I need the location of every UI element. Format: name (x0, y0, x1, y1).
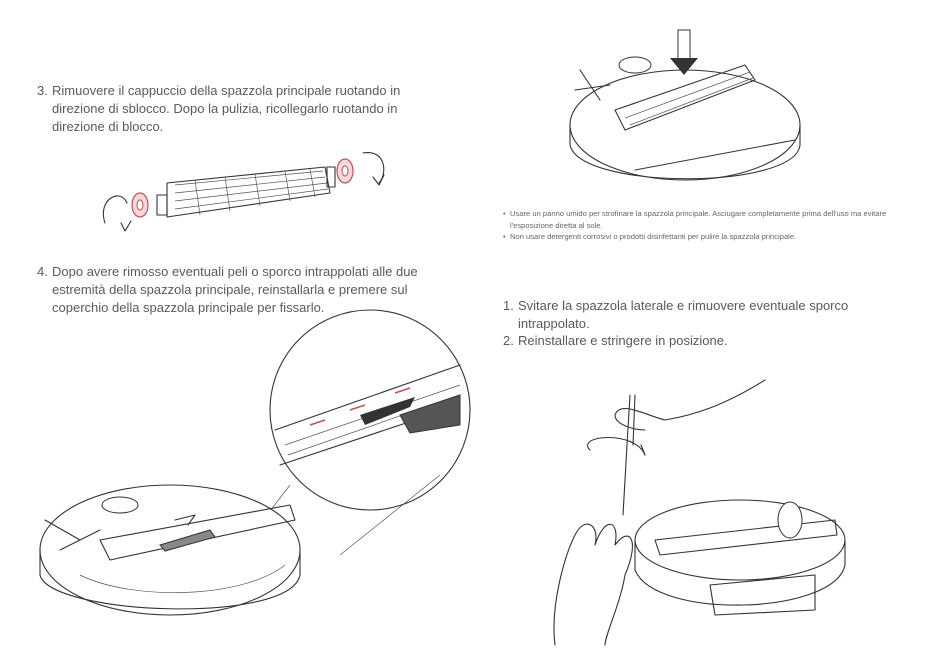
robot-top-illustration (569, 29, 801, 181)
robot-body-icon (39, 484, 301, 616)
step-4-text: Dopo avere rimosso eventuali peli o spor… (52, 264, 418, 315)
notes-list: Usare un panno umido per strofinare la s… (503, 208, 923, 243)
left-hand-icon (553, 523, 633, 646)
side-brush-removal-illustration (553, 379, 846, 646)
step-3-number: 3. (37, 83, 48, 98)
step-2: 2. Reinstallare e stringere in posizione… (503, 332, 893, 350)
step-1-text: Svitare la spazzola laterale e rimuovere… (518, 298, 849, 331)
zoom-circle (269, 309, 471, 511)
note-item: Non usare detergenti corrosivi o prodott… (503, 231, 923, 243)
step-1: 1. Svitare la spazzola laterale e rimuov… (503, 297, 893, 333)
step-3-text: Rimuovere il cappuccio della spazzola pr… (52, 83, 401, 134)
step-3: 3. Rimuovere il cappuccio della spazzola… (37, 82, 447, 136)
step-1-number: 1. (503, 298, 514, 313)
step-2-number: 2. (503, 333, 514, 348)
main-brush-illustration (102, 152, 385, 232)
zoom-detail-icon (274, 364, 461, 466)
hand-screwdriver-icon (587, 379, 766, 516)
step-2-text: Reinstallare e stringere in posizione. (518, 333, 728, 348)
robot-reinstall-illustration (39, 309, 471, 616)
press-down-arrow-icon (670, 29, 698, 75)
step-4-number: 4. (37, 264, 48, 279)
brush-body-icon (156, 166, 336, 218)
robot-top-body-icon (569, 56, 801, 181)
note-item: Usare un panno umido per strofinare la s… (503, 208, 923, 231)
rotate-left-arrow (102, 195, 128, 224)
step-4: 4. Dopo avere rimosso eventuali peli o s… (37, 263, 462, 317)
robot-side-body-icon (634, 499, 846, 616)
